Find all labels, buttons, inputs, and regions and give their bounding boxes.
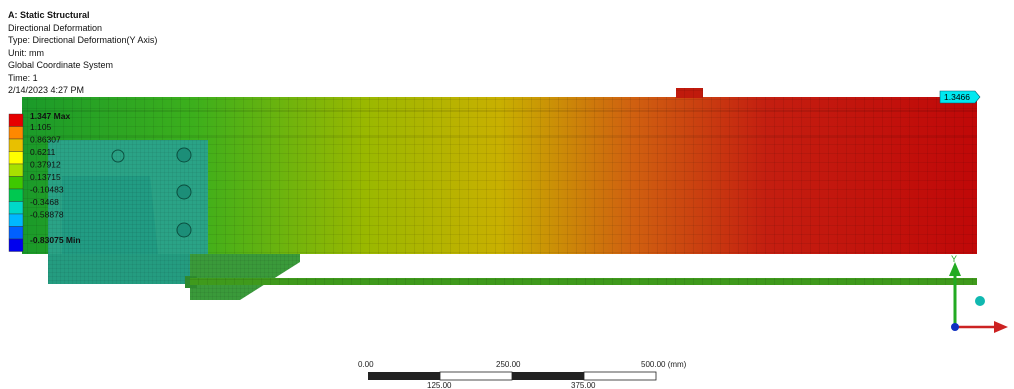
- coordinate-triad[interactable]: Y: [949, 254, 1008, 333]
- probe-tag: [939, 90, 981, 104]
- legend-level-label: 0.6211: [30, 147, 56, 157]
- legend-swatch: [8, 151, 24, 165]
- result-type: Type: Directional Deformation(Y Axis): [8, 35, 158, 45]
- legend-swatch: [8, 238, 24, 252]
- legend-swatch: [8, 176, 24, 190]
- triad-iso-ball[interactable]: [975, 296, 985, 306]
- scale-label-375: 375.00: [571, 381, 596, 389]
- max-probe-label[interactable]: 1.3466: [939, 90, 981, 104]
- legend-level-label: 0.13715: [30, 172, 61, 182]
- legend-min-label: -0.83075 Min: [30, 235, 81, 245]
- result-annotation: A: Static Structural Directional Deforma…: [8, 9, 157, 97]
- legend-swatch: [8, 201, 24, 215]
- result-time: Time: 1: [8, 72, 38, 83]
- probe-value: 1.3466: [944, 92, 970, 102]
- legend-max-label: 1.347 Max: [30, 111, 70, 121]
- legend-swatch: [8, 188, 24, 202]
- end-plate[interactable]: [48, 140, 208, 284]
- scale-label-500: 500.00 (mm): [641, 360, 687, 369]
- legend-swatch: [8, 226, 24, 240]
- scale-label-250: 250.00: [496, 360, 521, 369]
- triad-z-axis: [951, 323, 959, 331]
- contour-legend: 1.347 Max 1.105 0.86307 0.6211 0.37912 0.137…: [8, 111, 81, 252]
- legend-level-label: -0.3468: [30, 197, 59, 207]
- triad-y-label: Y: [951, 254, 957, 264]
- result-name: Directional Deformation: [8, 22, 103, 33]
- legend-swatch: [8, 126, 24, 140]
- support-bracket[interactable]: [185, 254, 300, 300]
- result-unit: Unit: mm: [8, 47, 44, 58]
- legend-level-label: -0.58878: [30, 210, 64, 220]
- scale-bar: 0.00 250.00 500.00 (mm) 125.00 375.00: [358, 360, 687, 389]
- legend-swatch: [8, 163, 24, 177]
- legend-level-label: 1.105: [30, 122, 52, 132]
- analysis-title: A: Static Structural: [8, 10, 90, 20]
- legend-swatch: [8, 213, 24, 227]
- bottom-rod[interactable]: [190, 278, 977, 285]
- scale-label-0: 0.00: [358, 360, 374, 369]
- scale-label-125: 125.00: [427, 381, 452, 389]
- legend-level-label: -0.10483: [30, 185, 64, 195]
- result-date: 2/14/2023 4:27 PM: [8, 85, 85, 95]
- legend-level-label: 0.37912: [30, 160, 61, 170]
- legend-level-label: 0.86307: [30, 135, 61, 145]
- coordinate-system: Global Coordinate System: [8, 60, 114, 70]
- legend-swatch: [8, 138, 24, 152]
- legend-swatch: [8, 113, 24, 127]
